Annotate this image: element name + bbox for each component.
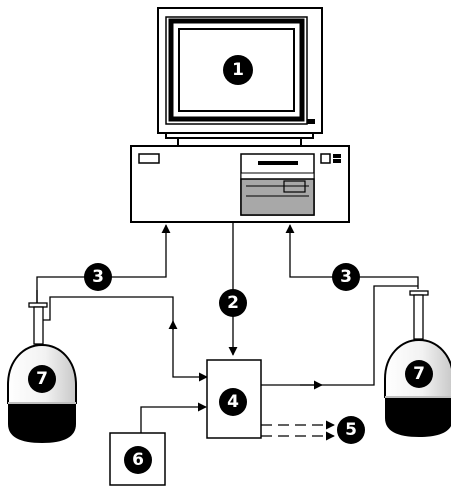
svg-text:7: 7 — [36, 369, 48, 389]
callout-7-left: 7 — [28, 365, 56, 393]
arrow-keyboard-to-controller — [140, 402, 207, 433]
svg-text:5: 5 — [345, 420, 357, 440]
arrow-left-camera-to-controller — [37, 296, 208, 382]
callout-6: 6 — [124, 446, 152, 474]
svg-text:2: 2 — [227, 293, 239, 313]
callout-4: 4 — [219, 388, 247, 416]
callout-7-right: 7 — [405, 360, 433, 388]
svg-text:3: 3 — [340, 267, 352, 287]
svg-text:6: 6 — [132, 450, 144, 470]
svg-text:1: 1 — [232, 60, 244, 80]
computer-case — [130, 145, 350, 223]
svg-text:3: 3 — [92, 267, 104, 287]
callout-5: 5 — [337, 416, 365, 444]
left-dome-camera — [7, 290, 77, 443]
svg-text:4: 4 — [227, 392, 239, 412]
callout-3-right: 3 — [332, 263, 360, 291]
callout-1: 1 — [223, 55, 253, 85]
svg-text:7: 7 — [413, 364, 425, 384]
callout-3-left: 3 — [84, 263, 112, 291]
callout-2: 2 — [219, 289, 247, 317]
